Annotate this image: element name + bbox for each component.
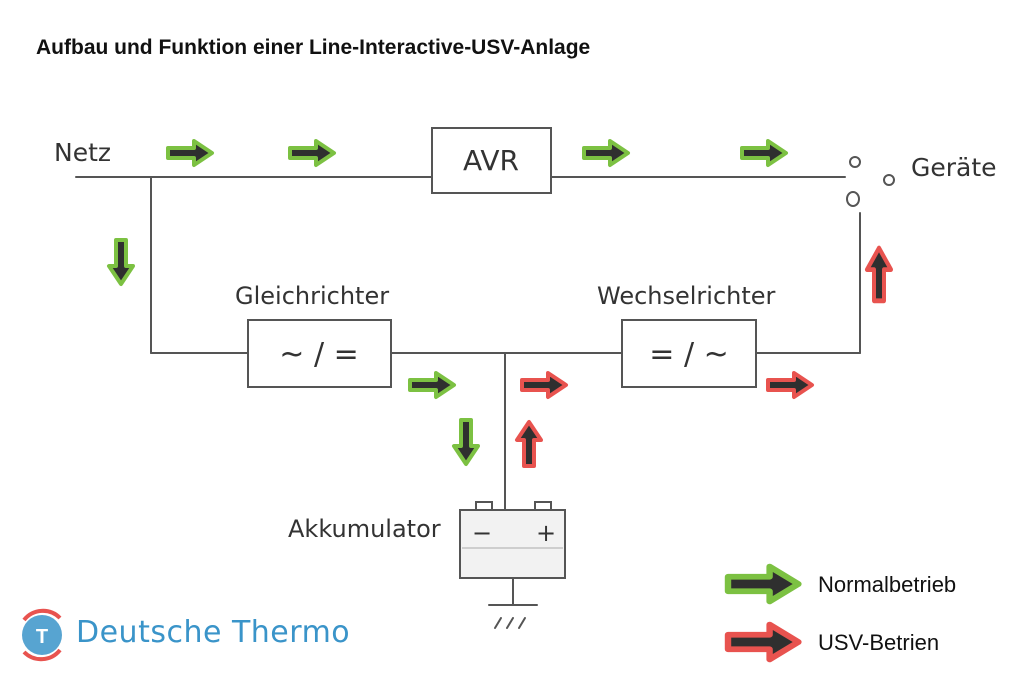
- gleichrichter-label: Gleichrichter: [235, 282, 389, 310]
- arrow-normal-3: [582, 139, 630, 167]
- geraete-label: Geräte: [911, 153, 997, 182]
- gleichrichter-box: ~ / =: [247, 319, 392, 388]
- legend-normal-label: Normalbetrieb: [818, 572, 957, 597]
- arrow-normal-2: [288, 139, 336, 167]
- avr-box: AVR: [431, 127, 552, 194]
- battery-minus-sign: −: [472, 519, 492, 547]
- switch-contacts: [846, 156, 895, 207]
- arrow-usv-4: [867, 248, 891, 301]
- ground-hatch-2: [506, 617, 514, 629]
- gleichrichter-symbol: ~ / =: [279, 337, 358, 372]
- arrow-normal-4: [740, 139, 788, 167]
- netz-label: Netz: [54, 138, 111, 167]
- battery-body: [459, 509, 566, 579]
- logo-globe-icon: T: [22, 608, 62, 662]
- wechselrichter-box: = / ~: [621, 319, 757, 388]
- battery: − +: [459, 501, 566, 579]
- arrow-normal-7: [452, 418, 480, 466]
- contact-circle-2: [883, 174, 895, 186]
- arrow-normal-1: [166, 139, 214, 167]
- avr-label: AVR: [463, 144, 519, 177]
- battery-plus-sign: +: [536, 519, 556, 547]
- legend-arrow-normal: [728, 567, 798, 602]
- arrow-usv-3: [515, 420, 543, 468]
- contact-circle-1: [849, 156, 861, 168]
- legend-usv-label: USV-Betrien: [818, 630, 940, 655]
- logo-letter: T: [36, 626, 48, 648]
- logo-text: Deutsche Thermo: [76, 615, 351, 650]
- wechselrichter-symbol: = / ~: [649, 337, 728, 372]
- ground-hatch-1: [494, 617, 502, 629]
- akkumulator-label: Akkumulator: [288, 515, 441, 543]
- arrow-normal-6: [408, 371, 456, 399]
- wechselrichter-label: Wechselrichter: [597, 282, 776, 310]
- legend-arrow-usv: [728, 625, 798, 660]
- page-title: Aufbau und Funktion einer Line-Interacti…: [36, 36, 591, 59]
- contact-circle-3: [846, 191, 860, 207]
- ground-hatch-3: [518, 617, 526, 629]
- arrow-usv-1: [520, 371, 568, 399]
- wiring: [75, 176, 861, 629]
- arrow-usv-2: [766, 371, 814, 399]
- arrow-normal-5: [107, 238, 135, 286]
